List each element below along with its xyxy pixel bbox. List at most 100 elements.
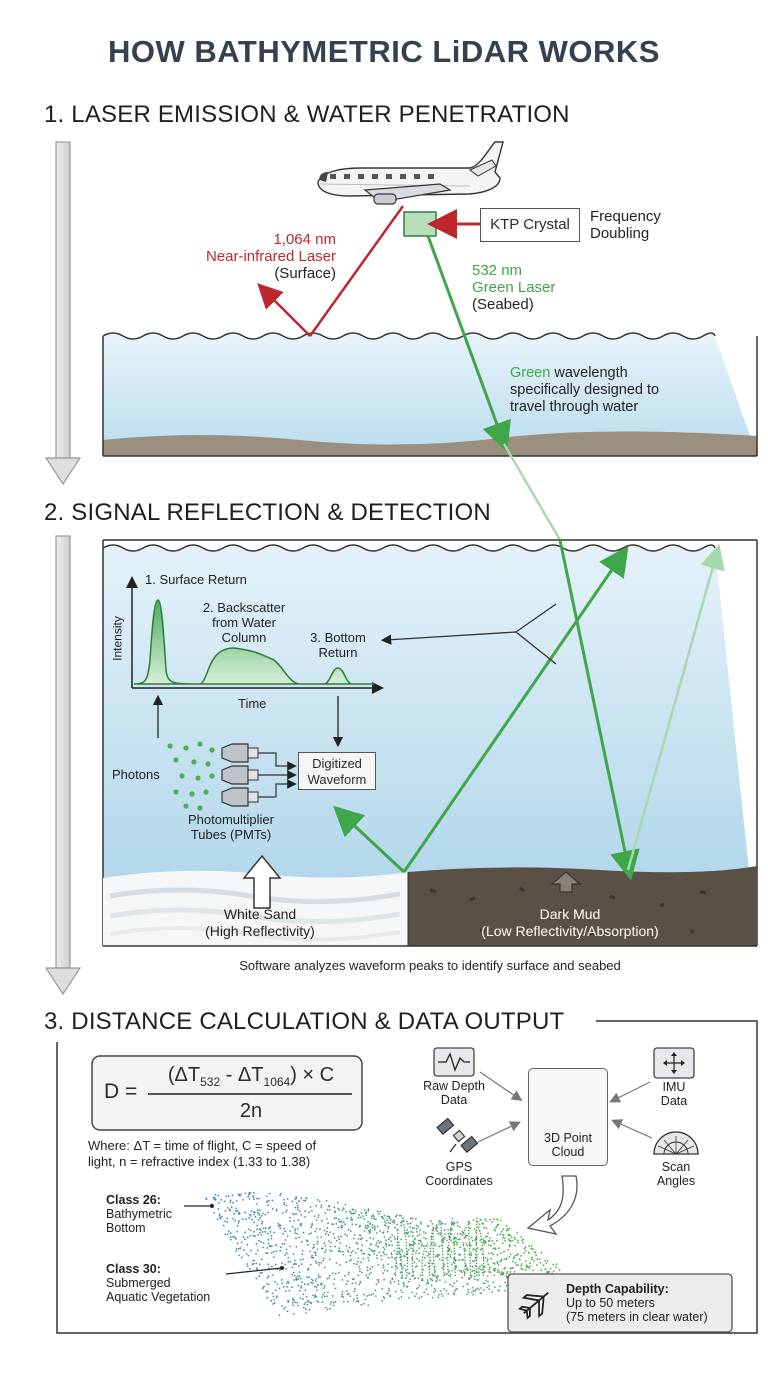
airplane-small-icon: [518, 1292, 549, 1320]
point-cloud-dot: [364, 1224, 367, 1227]
point-cloud-dot: [356, 1294, 358, 1297]
point-cloud-dot: [334, 1272, 337, 1275]
ir-target: (Surface): [274, 265, 336, 282]
point-cloud-dot: [225, 1195, 228, 1198]
point-cloud-dot: [319, 1276, 321, 1278]
point-cloud-dot: [459, 1232, 462, 1235]
point-cloud-dot: [372, 1293, 375, 1295]
point-cloud-dot: [415, 1249, 418, 1252]
point-cloud-dot: [425, 1250, 428, 1253]
pmt-label: Photomultiplier Tubes (PMTs): [176, 812, 286, 842]
point-cloud-dot: [508, 1256, 511, 1258]
bottom-return-label: 3. Bottom Return: [300, 630, 376, 660]
point-cloud-dot: [241, 1218, 244, 1220]
point-cloud-dot: [476, 1247, 479, 1249]
point-cloud-dot: [367, 1208, 370, 1211]
point-cloud-dot: [349, 1218, 352, 1221]
point-cloud-dot: [317, 1216, 320, 1219]
point-cloud-dot: [418, 1252, 420, 1254]
point-cloud-dot: [268, 1199, 270, 1202]
point-cloud-dot: [364, 1226, 367, 1229]
point-cloud-dot: [322, 1259, 324, 1262]
point-cloud-dot: [382, 1251, 385, 1254]
point-cloud-dot: [374, 1250, 376, 1252]
point-cloud-dot: [535, 1254, 538, 1257]
point-cloud-dot: [397, 1283, 400, 1285]
point-cloud-dot: [380, 1258, 383, 1261]
point-cloud-dot: [339, 1264, 342, 1266]
point-cloud-dot: [505, 1257, 508, 1260]
point-cloud-dot: [460, 1271, 463, 1274]
point-cloud-dot: [353, 1234, 356, 1236]
point-cloud-dot: [235, 1210, 237, 1213]
point-cloud-dot: [449, 1254, 452, 1256]
point-cloud-dot: [423, 1236, 425, 1239]
point-cloud-dot: [400, 1289, 402, 1292]
point-cloud-dot: [337, 1201, 339, 1204]
point-cloud-dot: [303, 1303, 306, 1305]
point-cloud-dot: [212, 1196, 215, 1199]
point-cloud-dot: [359, 1268, 361, 1270]
point-cloud-dot: [360, 1216, 362, 1219]
point-cloud-dot: [437, 1275, 440, 1277]
point-cloud-dot: [299, 1259, 302, 1261]
point-cloud-dot: [380, 1240, 382, 1243]
point-cloud-dot: [497, 1289, 500, 1292]
point-cloud-dot: [289, 1230, 291, 1232]
point-cloud-dot: [352, 1298, 355, 1301]
point-cloud-dot: [360, 1261, 362, 1264]
formula-numerator: (ΔT532 - ΔT1064) × C: [148, 1064, 354, 1089]
point-cloud-dot: [295, 1202, 298, 1204]
freq-line2: Doubling: [590, 225, 650, 242]
point-cloud-dot: [279, 1249, 282, 1252]
point-cloud-dot: [472, 1289, 475, 1292]
point-cloud-dot: [370, 1215, 373, 1217]
point-cloud-dot: [425, 1288, 428, 1290]
point-cloud-dot: [433, 1287, 436, 1290]
pmt-line2: Tubes (PMTs): [190, 827, 272, 842]
point-cloud-dot: [292, 1263, 295, 1266]
point-cloud-dot: [367, 1259, 370, 1262]
point-cloud-dot: [521, 1268, 524, 1270]
point-cloud-dot: [420, 1279, 423, 1282]
point-cloud-dot: [224, 1233, 227, 1236]
point-cloud-dot: [367, 1256, 369, 1259]
point-cloud-dot: [325, 1249, 327, 1251]
point-cloud-dot: [408, 1296, 411, 1299]
point-cloud-dot: [480, 1287, 482, 1289]
point-cloud-dot: [291, 1273, 293, 1276]
point-cloud-dot: [470, 1275, 473, 1278]
point-cloud-dot: [389, 1280, 392, 1283]
point-cloud-dot: [317, 1214, 320, 1216]
point-cloud-dot: [499, 1260, 502, 1263]
high-reflect-arrow: [242, 854, 282, 909]
point-cloud-dot: [496, 1218, 499, 1220]
point-cloud-dot: [306, 1276, 308, 1279]
point-cloud-terrain: [205, 1191, 574, 1317]
point-cloud-dot: [333, 1278, 336, 1281]
point-cloud-dot: [514, 1254, 517, 1257]
point-cloud-dot: [267, 1267, 270, 1269]
point-cloud-dot: [479, 1239, 482, 1242]
point-cloud-dot: [213, 1198, 216, 1201]
point-cloud-dot: [392, 1220, 395, 1222]
point-cloud-dot: [279, 1194, 281, 1197]
point-cloud-dot: [447, 1293, 450, 1295]
point-cloud-dot: [500, 1230, 503, 1233]
point-cloud-dot: [403, 1264, 406, 1267]
point-cloud-dot: [463, 1232, 465, 1235]
point-cloud-dot: [508, 1234, 511, 1237]
green-target: (Seabed): [472, 296, 534, 313]
point-cloud-dot: [391, 1266, 393, 1268]
point-cloud-dot: [436, 1230, 438, 1233]
point-cloud-dot: [219, 1217, 222, 1220]
point-cloud-dot: [218, 1213, 221, 1215]
point-cloud-dot: [492, 1281, 495, 1284]
point-cloud-dot: [497, 1269, 500, 1271]
point-cloud-dot: [253, 1262, 255, 1265]
point-cloud-dot: [443, 1263, 446, 1266]
point-cloud-dot: [341, 1209, 344, 1212]
point-cloud-dot: [369, 1223, 371, 1225]
point-cloud-dot: [467, 1291, 470, 1293]
point-cloud-dot: [278, 1314, 281, 1317]
